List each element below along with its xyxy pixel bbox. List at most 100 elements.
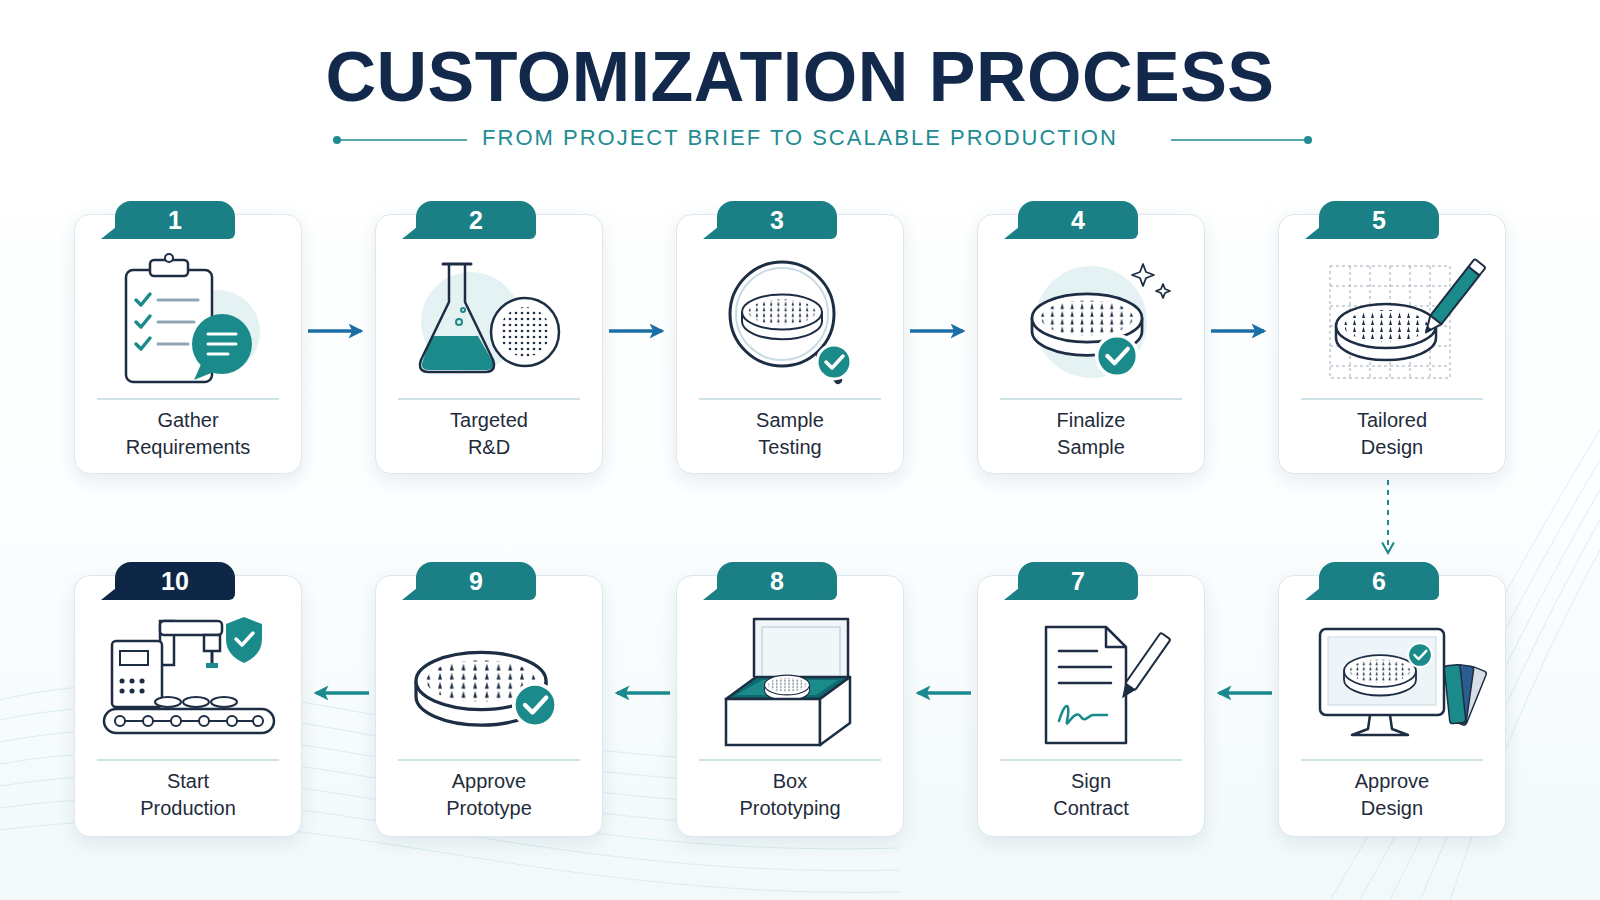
flow-arrow — [308, 329, 361, 333]
step-number: 4 — [1018, 201, 1138, 239]
clipboard-hole — [165, 254, 173, 262]
sample-dots — [500, 307, 550, 357]
pencil — [1420, 259, 1485, 337]
pencil-tip — [1420, 316, 1441, 337]
document-fold — [1106, 627, 1126, 647]
icon-backdrop — [421, 272, 521, 372]
card-divider — [97, 759, 279, 761]
diagram-title: CUSTOMIZATION PROCESS — [0, 42, 1600, 112]
check-mark — [136, 316, 150, 327]
diagram-subtitle: FROM PROJECT BRIEF TO SCALABLE PRODUCTIO… — [0, 127, 1600, 149]
press-head — [204, 635, 220, 651]
step-label: Sample Testing — [756, 407, 824, 461]
press-rod — [211, 651, 214, 665]
process-card: 8Box Prototyping — [676, 575, 904, 837]
flow-arrow — [617, 691, 670, 695]
card-divider — [97, 398, 279, 400]
patch-disc — [1032, 294, 1142, 356]
bubble — [461, 308, 465, 312]
pencil-lead — [1424, 326, 1432, 334]
card-divider — [699, 759, 881, 761]
speech-lines — [208, 334, 236, 354]
step-number: 6 — [1319, 562, 1439, 600]
box-icon — [726, 619, 850, 745]
flow-arrow — [918, 691, 971, 695]
machine-arm — [160, 621, 174, 665]
design-icon — [1330, 259, 1486, 378]
box-opening — [726, 677, 850, 699]
process-card: 9Approve Prototype — [375, 575, 603, 837]
process-card: 7Sign Contract — [977, 575, 1205, 837]
product-disc — [155, 697, 181, 707]
card-divider — [1000, 759, 1182, 761]
magnifier-handle — [818, 352, 838, 380]
list-lines — [158, 300, 198, 344]
pen-tip — [1117, 683, 1135, 701]
caption-rule-dot — [1304, 136, 1312, 144]
monitor-stand — [1352, 715, 1408, 735]
process-card: 1Gather Requirements — [74, 214, 302, 474]
step-number: 7 — [1018, 562, 1138, 600]
card-divider — [398, 398, 580, 400]
process-card: 6Approve Design — [1278, 575, 1506, 837]
step-number: 5 — [1319, 201, 1439, 239]
control-screen — [120, 651, 148, 665]
sample-dish — [491, 298, 559, 366]
icon-backdrop — [1035, 266, 1147, 378]
conveyor-track — [120, 720, 258, 722]
signature — [1059, 706, 1107, 723]
step-label: Sign Contract — [1053, 768, 1129, 822]
check-badge — [514, 684, 557, 727]
step-number: 2 — [416, 201, 536, 239]
flow-arrow — [1219, 691, 1272, 695]
check-badge — [1408, 643, 1432, 667]
caption-rule — [1171, 139, 1308, 141]
monitor-frame — [1320, 629, 1444, 715]
step-label: Box Prototyping — [739, 768, 840, 822]
clipboard-board — [126, 270, 212, 382]
flask-icon — [420, 264, 559, 372]
document-page — [1046, 627, 1126, 743]
check-badge — [1097, 336, 1138, 377]
step-label: Approve Prototype — [446, 768, 532, 822]
shield-check — [236, 633, 253, 645]
icon-backdrop — [176, 290, 260, 374]
flask-rim — [443, 263, 471, 266]
patch-disc — [1336, 304, 1436, 360]
card-divider — [1000, 398, 1182, 400]
step-number: 9 — [416, 562, 536, 600]
color-swatch — [1450, 664, 1474, 724]
pen-body — [1125, 633, 1170, 691]
step-number: 8 — [717, 562, 837, 600]
step-label: Finalize Sample — [1057, 407, 1126, 461]
prototype-icon — [416, 652, 556, 726]
caption-rule-dot — [333, 136, 341, 144]
machine-arm — [160, 621, 222, 635]
magnifier-lens — [730, 262, 834, 366]
patch-disc — [416, 652, 546, 725]
step-label: Tailored Design — [1357, 407, 1427, 461]
sparkle — [1132, 264, 1154, 286]
patch-disc — [742, 294, 822, 339]
process-card: 2Targeted R&D — [375, 214, 603, 474]
control-buttons — [122, 681, 142, 691]
monitor-screen — [1328, 637, 1436, 705]
process-card: 10Start Production — [74, 575, 302, 837]
clipboard-clip — [150, 260, 188, 276]
control-box — [112, 641, 162, 707]
bubble — [456, 319, 462, 325]
magnifier-ring — [736, 268, 828, 360]
caption-rule — [337, 139, 467, 141]
step-number: 10 — [115, 562, 235, 600]
step-number: 1 — [115, 201, 235, 239]
magnifier-icon — [730, 262, 851, 380]
product-disc — [183, 697, 209, 707]
flask-liquid — [422, 336, 494, 370]
step-number: 3 — [717, 201, 837, 239]
press-stamp — [206, 663, 218, 668]
contract-icon — [1046, 627, 1171, 743]
box-front — [726, 699, 820, 745]
check-mark — [136, 338, 150, 349]
design-grid — [1330, 266, 1450, 378]
flow-arrow — [1387, 480, 1389, 553]
